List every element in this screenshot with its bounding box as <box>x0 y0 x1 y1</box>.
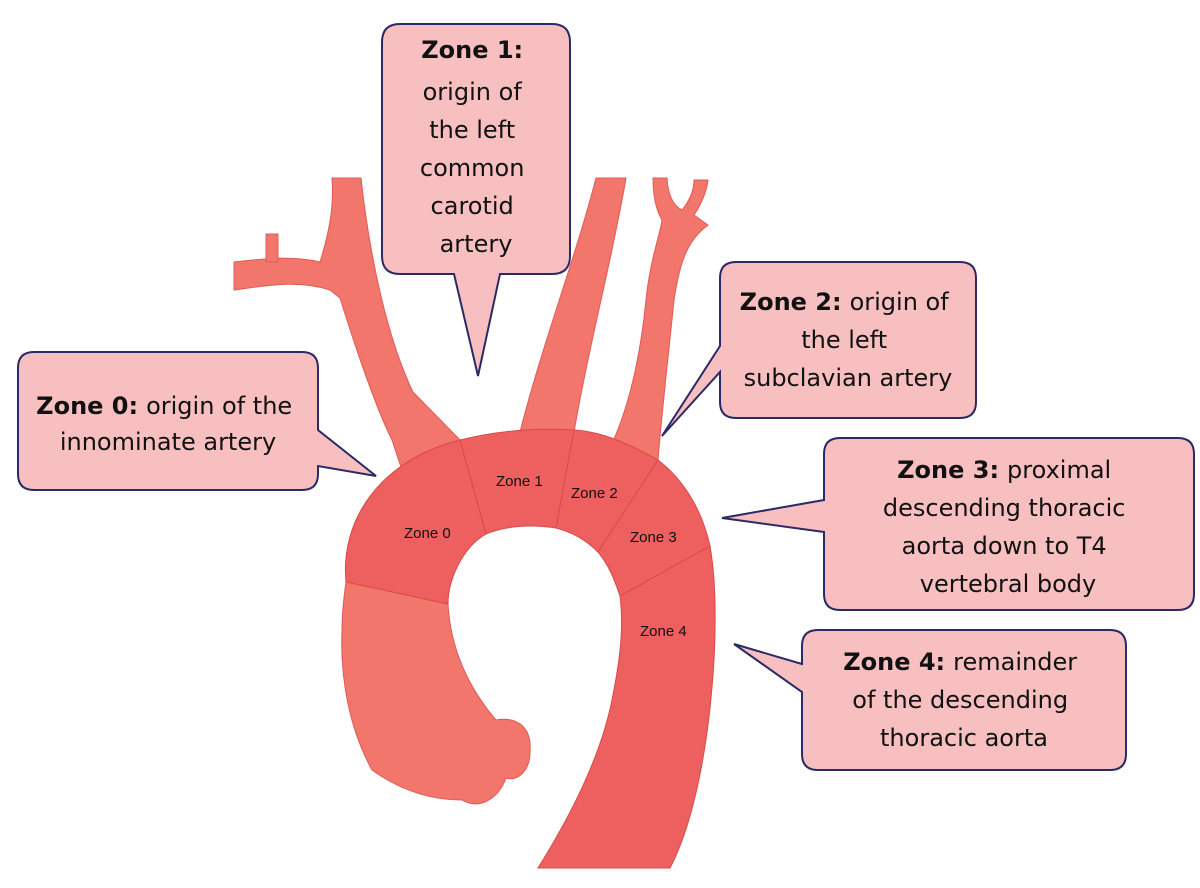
zone-3-line: descending thoracic <box>883 494 1126 522</box>
zone-4-line: of the descending <box>852 686 1068 714</box>
zone-0-callout: Zone 0: origin of the innominate artery <box>17 351 377 491</box>
zone-0-label: Zone 0 <box>404 525 451 542</box>
zone-2-callout: Zone 2: origin of the left subclavian art… <box>661 261 977 437</box>
ascending-aorta <box>341 581 531 805</box>
zone-2-heading: Zone 2: <box>740 288 842 316</box>
zone-4-heading: Zone 4: <box>843 648 945 676</box>
zone-1-line: common <box>420 154 525 182</box>
innominate-artery <box>233 177 461 471</box>
zone-2-first-line: origin of <box>850 288 950 316</box>
zone-0-region <box>344 439 487 605</box>
zone-0-heading: Zone 0: <box>36 392 138 420</box>
zone-1-heading: Zone 1: <box>421 36 523 64</box>
zone-4-region <box>537 545 716 869</box>
zone-0-first-line: origin of the <box>146 392 292 420</box>
zone-2-line: the left <box>801 326 887 354</box>
zone-4-line: thoracic aorta <box>880 724 1048 752</box>
svg-text:Zone 0:origin of the inn: Zone 0: origin of the innominate artery <box>36 392 300 456</box>
svg-text:Zone 3:proximal descendi: Zone 3: proximal descending thoracic aort… <box>883 456 1133 598</box>
zone-1-line: artery <box>440 230 513 258</box>
zone-1-line: origin of <box>423 78 523 106</box>
zone-3-label: Zone 3 <box>630 529 677 546</box>
zone-4-callout: Zone 4: remainder of the descending thora… <box>733 629 1127 771</box>
zone-3-first-line: proximal <box>1007 456 1111 484</box>
svg-text:Zone 1: origin of: Zone 1: origin of the left common caroti… <box>420 36 532 258</box>
zone-1-line: the left <box>429 116 515 144</box>
zone-1-line: carotid <box>431 192 514 220</box>
zone-0-line: innominate artery <box>60 428 276 456</box>
zone-4-label: Zone 4 <box>640 623 687 640</box>
svg-text:Zone 2:origin of the lef: Zone 2: origin of the left subclavian art… <box>740 288 957 392</box>
innominate-side-branch <box>265 233 279 263</box>
zone-1-callout: Zone 1: origin of the left common caroti… <box>381 23 571 377</box>
zone-4-first-line: remainder <box>953 648 1077 676</box>
zone-2-line: subclavian artery <box>744 364 953 392</box>
zone-2-label: Zone 2 <box>571 485 618 502</box>
svg-text:Zone 4:remainder of the: Zone 4: remainder of the descending thora… <box>843 648 1084 752</box>
zone-3-line: vertebral body <box>920 570 1096 598</box>
zone-1-label: Zone 1 <box>496 473 543 490</box>
left-subclavian-artery <box>609 177 709 461</box>
zone-3-callout: Zone 3: proximal descending thoracic aort… <box>721 437 1195 611</box>
zone-3-line: aorta down to T4 <box>902 532 1107 560</box>
zone-3-heading: Zone 3: <box>897 456 999 484</box>
